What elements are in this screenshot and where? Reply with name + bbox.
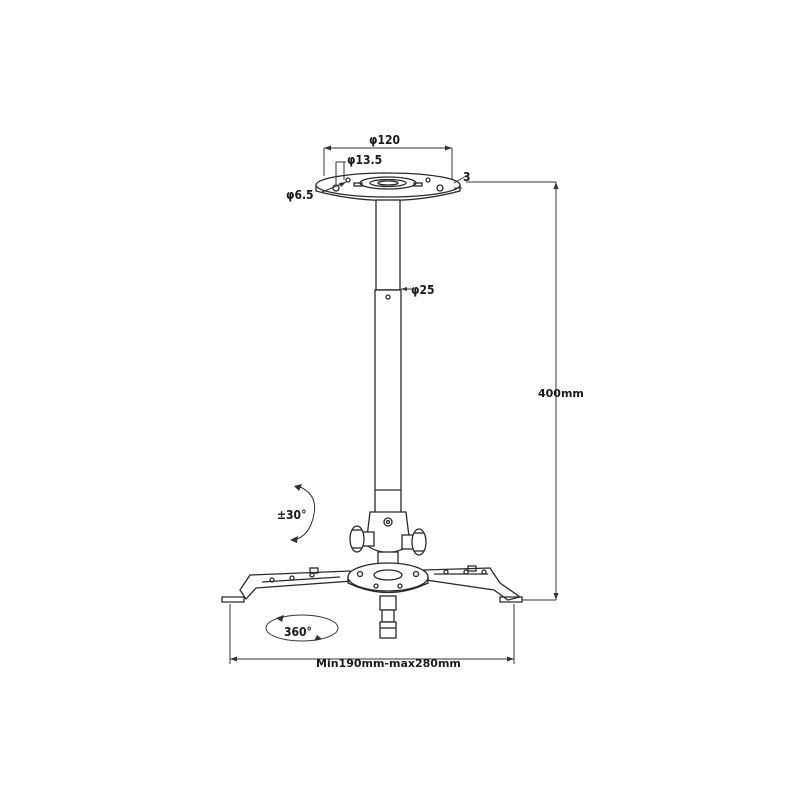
hole-large-label: φ13.5: [347, 153, 382, 167]
plate-thickness-label: 3: [463, 170, 471, 184]
tilt-joint: [349, 511, 427, 567]
swivel-label: 360°: [284, 625, 312, 639]
dim-hole-small: [321, 181, 347, 193]
tilt-arrow-icon: [290, 484, 316, 543]
dim-arm-span: [229, 604, 515, 664]
plate-diameter-label: φ120: [369, 133, 400, 147]
tube-diameter-label: φ25: [411, 283, 434, 297]
dim-tube-diameter: [401, 287, 412, 291]
total-height-label: 400mm: [538, 387, 584, 400]
tilt-label: ±30°: [277, 508, 306, 522]
projector-arms: [221, 565, 523, 603]
ceiling-plate: [315, 172, 461, 202]
dim-plate-diameter: [323, 145, 453, 180]
bottom-bolt: [379, 595, 397, 639]
dim-plate-thickness: [453, 175, 467, 189]
swivel-arrow-icon: [265, 614, 339, 642]
arm-span-label: Min190mm-max280mm: [316, 657, 461, 670]
hole-small-label: φ6.5: [286, 188, 314, 202]
dim-total-height: [466, 181, 559, 601]
dim-hole-large: [335, 161, 346, 185]
center-hub: [347, 562, 429, 594]
extension-tube: [374, 199, 402, 521]
